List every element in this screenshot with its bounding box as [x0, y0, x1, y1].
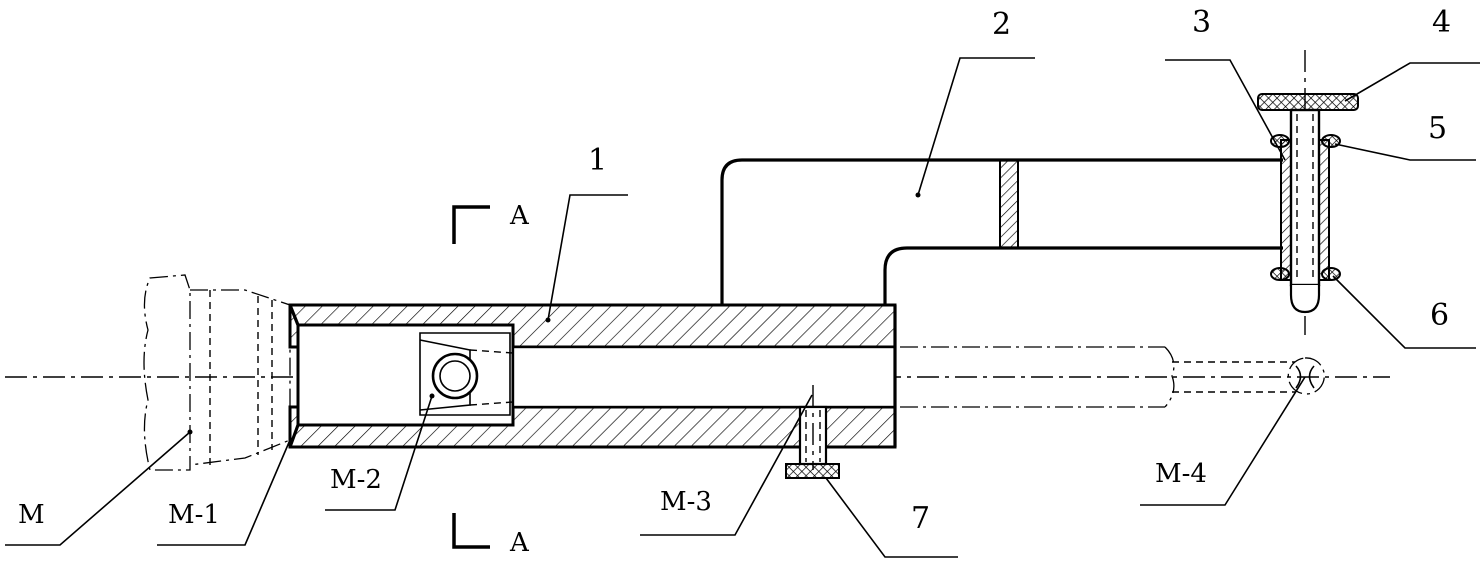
pin-assembly [1257, 50, 1359, 335]
label-part-7: 7 [911, 501, 930, 536]
leader-lines [5, 57, 1480, 558]
section-mark-a-top: A [452, 201, 530, 244]
label-part-6: 6 [1430, 298, 1449, 333]
machine-m-outline [143, 274, 291, 471]
label-part-5: 5 [1428, 111, 1447, 146]
label-m1: M-1 [168, 500, 220, 530]
label-m4: M-4 [1155, 459, 1207, 489]
label-part-2: 2 [992, 7, 1011, 42]
label-part-1: 1 [588, 143, 607, 178]
section-mark-a-bottom: A [452, 513, 530, 558]
label-m2: M-2 [330, 465, 382, 495]
label-m3: M-3 [660, 487, 712, 517]
m4-probe-outline [900, 346, 1325, 408]
part-2-arm [720, 158, 1283, 305]
section-label-top: A [509, 201, 530, 231]
part-1-sleeve [288, 303, 897, 449]
part-7-screw [785, 385, 840, 479]
label-part-3: 3 [1192, 5, 1211, 40]
label-part-4: 4 [1432, 5, 1451, 40]
label-m: M [18, 500, 45, 530]
m2-insert [419, 332, 514, 416]
section-label-bottom: A [509, 528, 530, 558]
